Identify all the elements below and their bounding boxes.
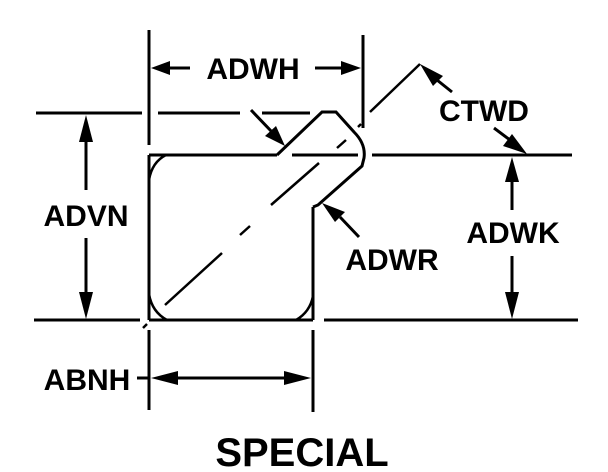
- ctwd-callout: CTWD: [420, 64, 529, 154]
- adwh-leader-arrow: [265, 126, 285, 146]
- advn-dimension: ADVN: [43, 115, 129, 319]
- centerline-seg-1: [164, 252, 223, 306]
- adwr-callout: ADWR: [322, 203, 439, 277]
- adwr-label: ADWR: [345, 244, 439, 277]
- adwr-leader: [338, 215, 361, 239]
- adwr-arrow: [322, 203, 345, 222]
- centerline-seg-5: [357, 123, 362, 128]
- adwh-arrow-right: [341, 61, 361, 75]
- advn-arrow-bottom: [79, 292, 93, 319]
- adwh-dimension: ADWH: [151, 53, 361, 146]
- centerline-seg-3: [270, 162, 320, 206]
- tab-outline: [275, 110, 366, 209]
- ctwd-leader-lower: [493, 126, 511, 142]
- ctwd-arrow-lower: [503, 134, 527, 154]
- adwh-label: ADWH: [206, 53, 299, 86]
- extension-lines: [34, 111, 578, 322]
- corner-arc-bottom-right: [295, 295, 315, 322]
- abnh-label: ABNH: [44, 364, 131, 397]
- adwk-arrow-bottom: [505, 292, 519, 319]
- advn-arrow-top: [79, 115, 93, 142]
- abnh-arrow-right: [284, 371, 311, 385]
- advn-label: ADVN: [43, 200, 128, 233]
- adwk-arrow-top: [505, 157, 519, 182]
- ctwd-leader-upper: [436, 78, 453, 94]
- centerline-seg-6: [142, 323, 148, 329]
- centerline-seg-4: [336, 139, 347, 149]
- adwh-leader: [249, 108, 274, 134]
- adwk-dimension: ADWK: [466, 157, 560, 319]
- corner-arc-bottom-left: [147, 293, 168, 322]
- corner-arc-top-left: [147, 153, 167, 181]
- part-outline: [142, 63, 421, 329]
- centerline-seg-2: [239, 225, 251, 236]
- abnh-arrow-left: [151, 371, 178, 385]
- abnh-dimension: ABNH: [44, 364, 311, 397]
- ctwd-label: CTWD: [439, 95, 529, 128]
- adwh-arrow-left: [151, 61, 170, 75]
- ctwd-leader-line: [369, 63, 421, 113]
- adwk-label: ADWK: [466, 217, 560, 250]
- diagram-title: SPECIAL: [215, 431, 388, 472]
- vertical-extension-lines: [147, 30, 365, 412]
